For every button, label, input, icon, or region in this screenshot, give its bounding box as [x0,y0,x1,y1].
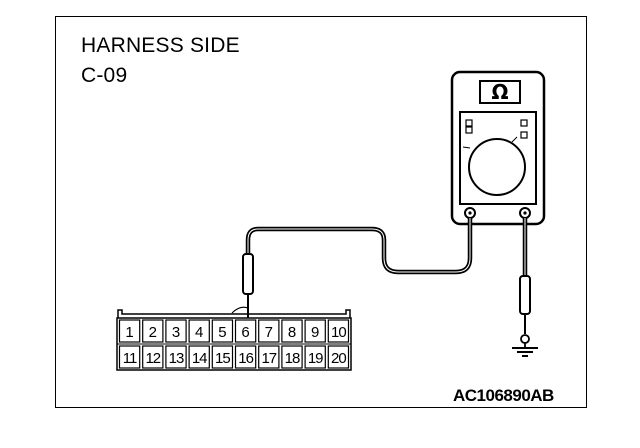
pin-cell [281,345,303,369]
pin-number: 10 [331,324,346,341]
connector-label: C-09 [81,64,128,87]
ground-icon [512,347,538,357]
harness-side-label: HARNESS SIDE [81,34,240,57]
pin-number: 1 [125,324,133,341]
pin-cell [327,319,350,343]
pin-number: 14 [192,350,207,367]
pin-cell [234,319,257,343]
multimeter: Ω [450,70,546,226]
pin-cell [118,345,141,369]
test-probe [231,253,254,318]
reference-code: AC106890AB [453,386,554,405]
pin-cell [304,319,326,343]
pin-cell [165,345,187,369]
pin-number: 3 [172,324,180,341]
pin-cell [118,319,141,343]
ground-probe [519,275,531,347]
pin-cell [188,319,210,343]
pin-cell [165,319,187,343]
pin-cell [258,319,280,343]
pin-number: 16 [238,350,253,367]
probe-lead-wire [245,218,473,275]
pin-cell [142,319,164,343]
pin-number: 4 [195,324,203,341]
pin-cell [142,345,164,369]
pin-cell [211,345,234,369]
pin-number: 18 [285,350,300,367]
pin-cell [211,319,234,343]
pin-number: 20 [331,350,346,367]
pin-number: 6 [241,324,249,341]
pin-number: 19 [308,350,323,367]
ohm-icon: Ω [491,80,508,104]
pin-number: 7 [265,324,273,341]
pin-cell [234,345,257,369]
pin-number: 12 [145,350,160,367]
pin-cell [281,319,303,343]
pin-cell [188,345,210,369]
pin-number: 2 [149,324,157,341]
pin-number: 15 [215,350,230,367]
pin-number: 9 [311,324,319,341]
pin-number: 8 [288,324,296,341]
pin-cell [258,345,280,369]
pin-number: 13 [169,350,184,367]
pin-number: 5 [218,324,226,341]
pin-number: 17 [261,350,276,367]
range-dial[interactable] [468,138,526,196]
pin-cell [304,345,326,369]
pin-cell [327,345,350,369]
pin-number: 11 [123,350,137,367]
